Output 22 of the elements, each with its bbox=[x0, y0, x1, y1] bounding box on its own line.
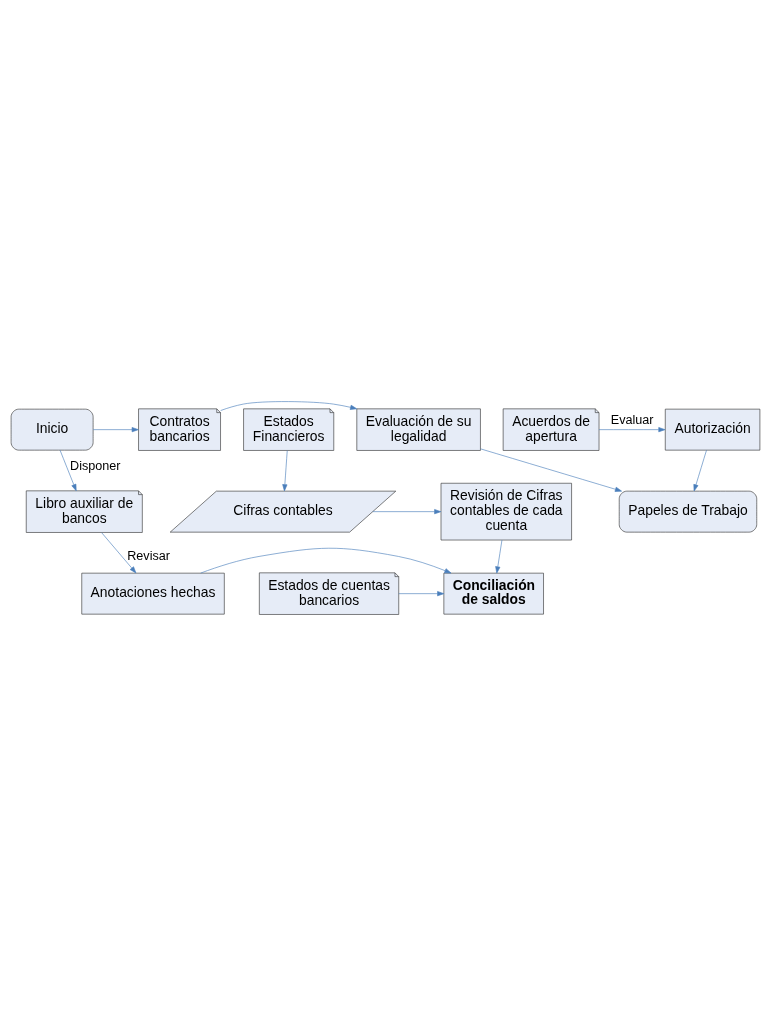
arrow bbox=[101, 532, 137, 574]
node-box: Conciliación de saldos bbox=[443, 572, 544, 615]
node-box: Papeles de Trabajo bbox=[618, 490, 758, 533]
node-box: Inicio bbox=[10, 408, 94, 451]
arrow bbox=[200, 547, 452, 574]
edge-label: Disponer bbox=[70, 459, 121, 474]
arrow bbox=[282, 450, 288, 492]
arrow bbox=[59, 449, 77, 492]
node-box: Revisión de Cifras contables de cada cuenta bbox=[440, 482, 572, 541]
edge-label: Revisar bbox=[127, 548, 170, 563]
arrow bbox=[220, 401, 358, 411]
arrow bbox=[92, 427, 139, 433]
arrow bbox=[372, 509, 442, 515]
arrow bbox=[693, 449, 707, 492]
edge-label: Evaluar bbox=[610, 412, 654, 427]
node-box: Anotaciones hechas bbox=[81, 572, 225, 615]
node-box: Evaluación de su legalidad bbox=[356, 408, 481, 451]
arrow bbox=[495, 539, 503, 574]
node-box: Autorización bbox=[664, 408, 761, 451]
arrow bbox=[398, 591, 445, 597]
arrow bbox=[480, 448, 622, 492]
arrow bbox=[598, 427, 666, 433]
